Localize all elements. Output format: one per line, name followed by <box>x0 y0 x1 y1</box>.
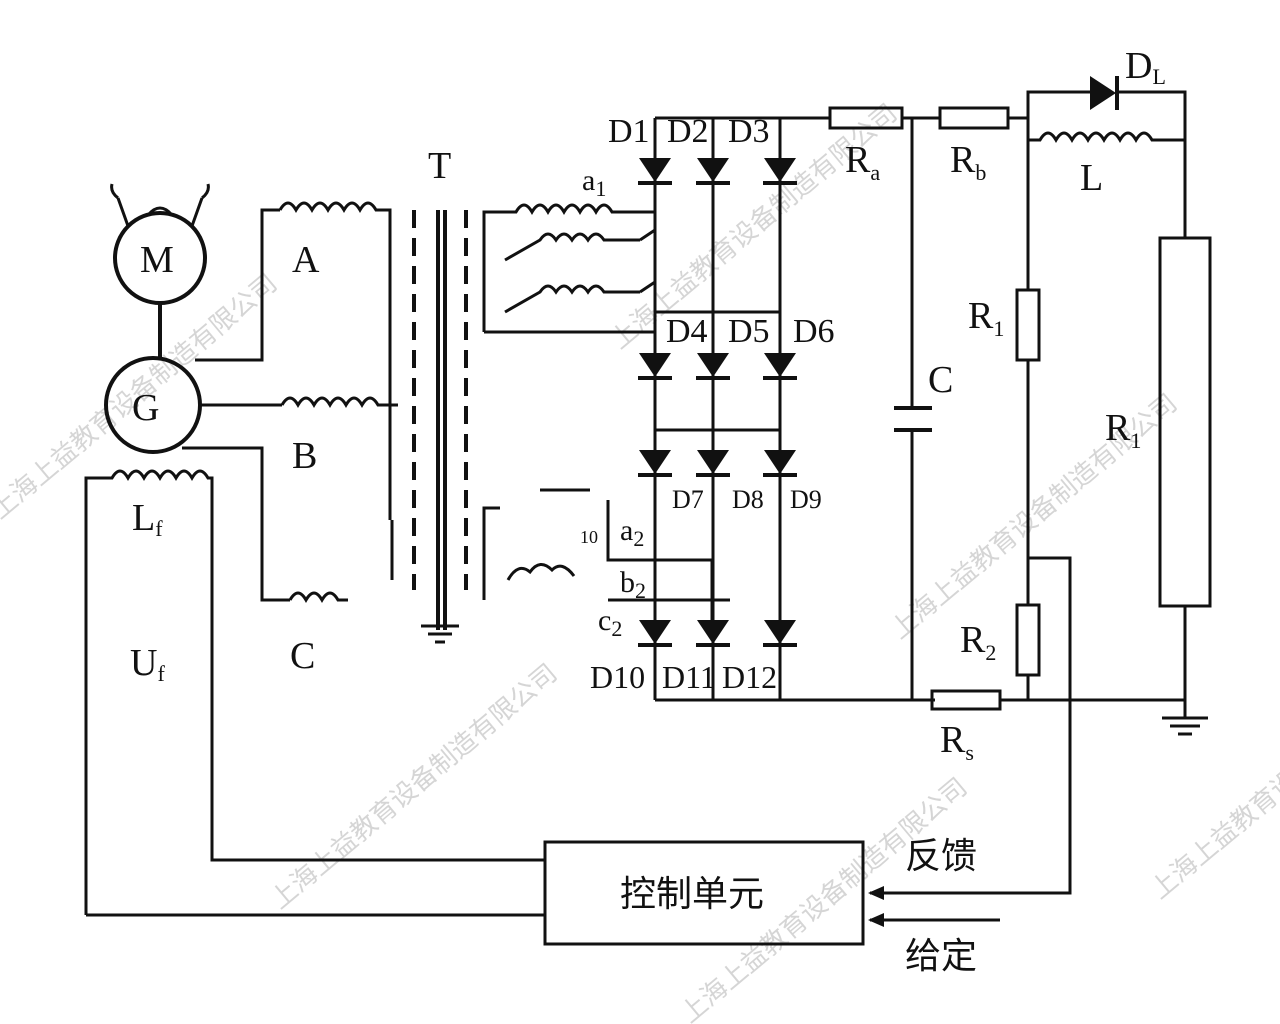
diode-d7 <box>638 450 672 477</box>
winding-b-label: B <box>292 435 317 477</box>
dl-label: DL <box>1125 45 1166 89</box>
c-label: C <box>928 359 953 401</box>
motor-label: M <box>140 239 174 281</box>
rl-label: R1 <box>1105 407 1141 453</box>
secondary-b1 <box>504 228 656 262</box>
secondary-a1 <box>482 203 655 332</box>
winding-a-label: A <box>292 239 320 281</box>
winding-b <box>280 396 398 409</box>
setpoint-arrow <box>868 913 884 927</box>
a1-label: a1 <box>582 164 606 201</box>
feedback-arrow <box>868 886 884 900</box>
generator: G <box>104 356 202 454</box>
diode-d8 <box>696 450 730 477</box>
diode-d9 <box>763 450 797 477</box>
watermark: 上海上益教育设备制造有限公司 <box>1145 648 1280 905</box>
setpoint-label: 给定 <box>905 936 977 977</box>
diode-d2 <box>696 158 730 185</box>
wire-dl-in <box>1026 90 1090 118</box>
diode-d1 <box>638 158 672 185</box>
diode-d6 <box>763 353 797 380</box>
num10-label: 10 <box>580 527 598 547</box>
winding-c <box>288 591 348 604</box>
diode-bridge <box>653 116 935 702</box>
motor: M <box>110 183 210 305</box>
wire-feedback <box>870 556 1072 895</box>
generator-label: G <box>132 387 159 429</box>
wire-c <box>182 446 290 602</box>
secondary-c1 <box>504 280 656 314</box>
d2-label: D2 <box>667 113 709 150</box>
wire-dl-out <box>1117 90 1187 140</box>
rs-label: Rs <box>940 719 974 765</box>
field-winding <box>84 469 545 915</box>
d9-label: D9 <box>790 485 822 514</box>
resistor-r1 <box>1015 288 1041 362</box>
l-label: L <box>1080 157 1103 199</box>
transformer-label: T <box>428 145 451 187</box>
r1-label: R1 <box>968 295 1004 341</box>
rb-label: Rb <box>950 139 986 185</box>
d8-label: D8 <box>732 485 764 514</box>
d10-label: D10 <box>590 659 645 695</box>
ra-label: Ra <box>845 139 880 185</box>
d12-label: D12 <box>722 659 777 695</box>
a2-label: a2 <box>620 514 644 551</box>
watermark: 上海上益教育设备制造有限公司 <box>885 388 1183 645</box>
wire-a <box>195 208 280 362</box>
d5-label: D5 <box>728 313 770 350</box>
b2-label: b2 <box>620 566 646 603</box>
d6-label: D6 <box>793 313 835 350</box>
diode-dl <box>1090 76 1116 110</box>
d7-label: D7 <box>672 485 704 514</box>
winding-c-label: C <box>290 635 315 677</box>
d3-label: D3 <box>728 113 770 150</box>
uf-label: Uf <box>130 642 165 686</box>
lf-label: Lf <box>132 497 163 541</box>
d11-label: D11 <box>662 659 716 695</box>
diode-d12 <box>763 620 797 647</box>
resistor-r2 <box>1015 603 1041 677</box>
r2-label: R2 <box>960 619 996 665</box>
c2-label: c2 <box>598 604 622 641</box>
winding-a <box>278 201 392 520</box>
secondary-lower-bracket <box>482 506 500 600</box>
diode-symbols <box>638 158 797 647</box>
secondary-lower-coil <box>506 563 576 581</box>
control-unit-label: 控制单元 <box>620 874 764 915</box>
d4-label: D4 <box>666 313 708 350</box>
watermark: 上海上益教育设备制造有限公司 <box>265 658 563 915</box>
control-unit-box <box>543 840 865 946</box>
ground-symbol <box>1162 716 1208 736</box>
diode-d5 <box>696 353 730 380</box>
resistor-rs <box>930 689 1002 711</box>
diode-labels: D1 D2 D3 D4 D5 D6 D7 D8 D9 D10 D11 D12 <box>590 113 835 695</box>
diode-d3 <box>763 158 797 185</box>
diode-d4 <box>638 353 672 380</box>
diode-d11 <box>696 620 730 647</box>
transformer: T <box>412 145 468 644</box>
resistor-rb <box>938 106 1010 130</box>
inductor-l <box>1028 131 1185 144</box>
diode-d10 <box>638 620 672 647</box>
d1-label: D1 <box>608 113 650 150</box>
feedback-label: 反馈 <box>905 836 977 877</box>
